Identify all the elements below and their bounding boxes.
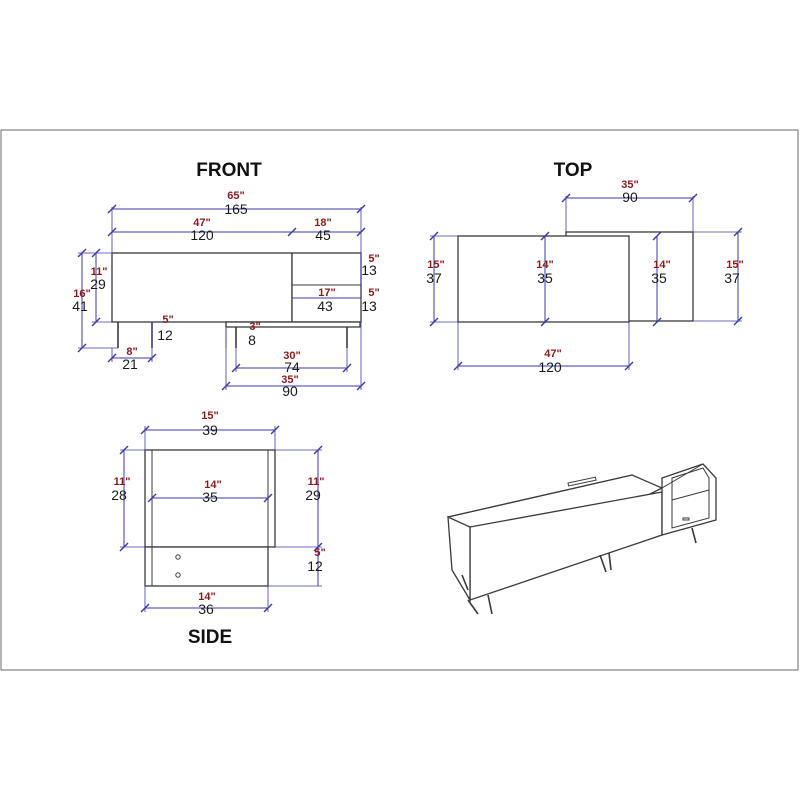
front-shelf-lower-cm: 13 bbox=[361, 298, 377, 314]
side-view-title: SIDE bbox=[188, 627, 232, 648]
front-base-inner-inch: 30" bbox=[283, 350, 300, 362]
iso-leg-shelf bbox=[691, 527, 697, 544]
front-base-board bbox=[225, 321, 361, 328]
front-leg-offset-cm: 21 bbox=[122, 356, 138, 372]
front-body-width-inch: 47" bbox=[193, 217, 210, 229]
front-shelf-width-inch: 18" bbox=[314, 217, 331, 229]
side-base-depth-inch: 14" bbox=[198, 591, 215, 603]
front-shelf-upper-inch: 5" bbox=[368, 253, 379, 265]
front-main-body bbox=[111, 252, 293, 323]
front-open-shelf bbox=[291, 252, 362, 323]
front-shelf-inner-inch: 17" bbox=[318, 287, 335, 299]
front-base-inner-cm: 74 bbox=[284, 359, 300, 375]
side-inner-depth-inch: 14" bbox=[204, 479, 221, 491]
front-overall-inch: 65" bbox=[227, 190, 244, 202]
front-total-height-inch: 16" bbox=[73, 288, 90, 300]
front-base-outer-inch: 35" bbox=[281, 374, 298, 386]
front-base-leg-inch: 3" bbox=[249, 321, 260, 333]
drawing-frame bbox=[0, 129, 799, 671]
top-main-body bbox=[457, 235, 630, 323]
top-view: 35" 90 15" 37 14" 35 14" 35 15" 37 47" 1… bbox=[426, 179, 744, 375]
top-depth-left-inch: 15" bbox=[427, 259, 444, 271]
front-overall-cm: 165 bbox=[224, 201, 248, 217]
iso-leg-front-left bbox=[467, 599, 479, 615]
front-shelf-upper-cm: 13 bbox=[361, 262, 377, 278]
top-depth-right-cm: 37 bbox=[724, 270, 740, 286]
side-hinge-bottom bbox=[175, 572, 181, 578]
side-height-right-inch: 11" bbox=[308, 476, 325, 488]
side-leg-height-inch: 5" bbox=[314, 547, 325, 559]
side-base-depth-cm: 36 bbox=[198, 601, 214, 617]
front-body-height-inch: 11" bbox=[91, 266, 108, 278]
side-top-depth-inch: 15" bbox=[201, 410, 218, 422]
front-total-height-cm: 41 bbox=[72, 298, 88, 314]
side-leg-height-cm: 12 bbox=[307, 558, 323, 574]
side-height-right-cm: 29 bbox=[305, 487, 321, 503]
side-inner-depth-cm: 35 bbox=[202, 489, 218, 505]
top-depth-mid-inch: 14" bbox=[536, 259, 553, 271]
front-leg-offset-inch: 8" bbox=[126, 346, 137, 358]
side-height-left-inch: 11" bbox=[114, 476, 131, 488]
top-depth-left-cm: 37 bbox=[426, 270, 442, 286]
iso-leg-front-fourth bbox=[608, 552, 612, 571]
iso-leg-front-third bbox=[599, 554, 607, 573]
front-shelf-inner-cm: 43 bbox=[317, 298, 333, 314]
iso-leg-back-left bbox=[461, 574, 469, 591]
top-depth-inner-inch: 14" bbox=[653, 259, 670, 271]
iso-shelf-unit bbox=[661, 463, 717, 536]
top-depth-mid-cm: 35 bbox=[537, 270, 553, 286]
iso-leg-front-second bbox=[487, 594, 493, 615]
front-shelf-width-cm: 45 bbox=[315, 227, 331, 243]
front-body-width-cm: 120 bbox=[190, 227, 214, 243]
side-hinge-top bbox=[175, 554, 181, 560]
front-base-leg-cm: 8 bbox=[248, 332, 256, 348]
front-leg-height-inch: 5" bbox=[162, 314, 173, 326]
side-view: 15" 39 11" 28 14" 35 11" 29 5" 12 14" 36 bbox=[111, 410, 325, 617]
side-height-left-cm: 28 bbox=[111, 487, 127, 503]
isometric-view bbox=[447, 463, 717, 615]
front-body-height-cm: 29 bbox=[90, 276, 106, 292]
top-depth-inner-cm: 35 bbox=[651, 270, 667, 286]
side-top-depth-cm: 39 bbox=[202, 422, 218, 438]
front-shelf-lower-inch: 5" bbox=[368, 287, 379, 299]
top-depth-right-inch: 15" bbox=[726, 259, 743, 271]
front-leg-height-cm: 12 bbox=[157, 327, 173, 343]
front-view: 65" 165 47" 120 18" 45 5" 13 17" 43 5" 1… bbox=[72, 190, 379, 399]
top-width-inch: 35" bbox=[621, 179, 638, 191]
front-base-outer-cm: 90 bbox=[282, 383, 298, 399]
top-bottom-width-cm: 120 bbox=[538, 359, 562, 375]
front-view-title: FRONT bbox=[196, 160, 262, 181]
side-lower-body bbox=[144, 546, 269, 587]
top-view-title: TOP bbox=[554, 160, 593, 181]
top-width-cm: 90 bbox=[622, 189, 638, 205]
top-bottom-width-inch: 47" bbox=[544, 348, 561, 360]
